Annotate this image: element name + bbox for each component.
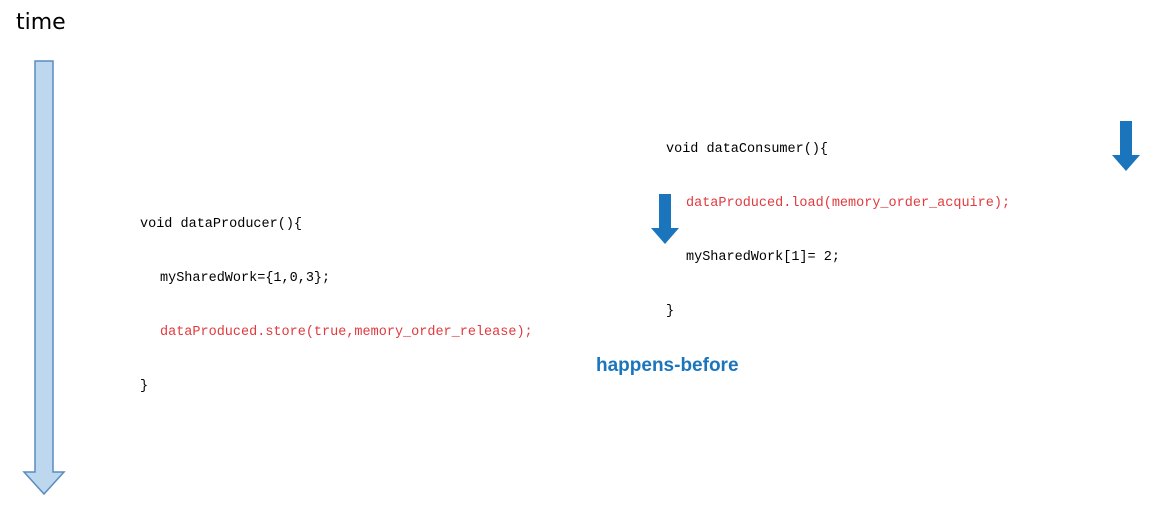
time-arrow-shape [22,60,66,496]
consumer-line-acquire-load: dataProduced.load(memory_order_acquire); [686,196,1011,211]
consumer-line-close-brace: } [666,304,675,319]
producer-code-block: void dataProducer(){ mySharedWork={1,0,3… [140,180,533,414]
consumer-code-block: void dataConsumer(){ dataProduced.load(m… [666,105,1010,339]
producer-down-arrow-icon [651,194,679,244]
time-axis-label: time [16,10,66,35]
producer-line-write-work: mySharedWork={1,0,3}; [160,271,331,286]
producer-line-close-brace: } [140,379,149,394]
consumer-down-arrow-icon [1112,121,1140,171]
consumer-line-signature: void dataConsumer(){ [666,142,829,157]
consumer-line-write-work: mySharedWork[1]= 2; [686,250,840,265]
happens-before-label: happens-before [596,355,739,376]
producer-line-signature: void dataProducer(){ [140,217,303,232]
time-arrow [22,60,66,496]
producer-line-release-store: dataProduced.store(true,memory_order_rel… [160,325,533,340]
